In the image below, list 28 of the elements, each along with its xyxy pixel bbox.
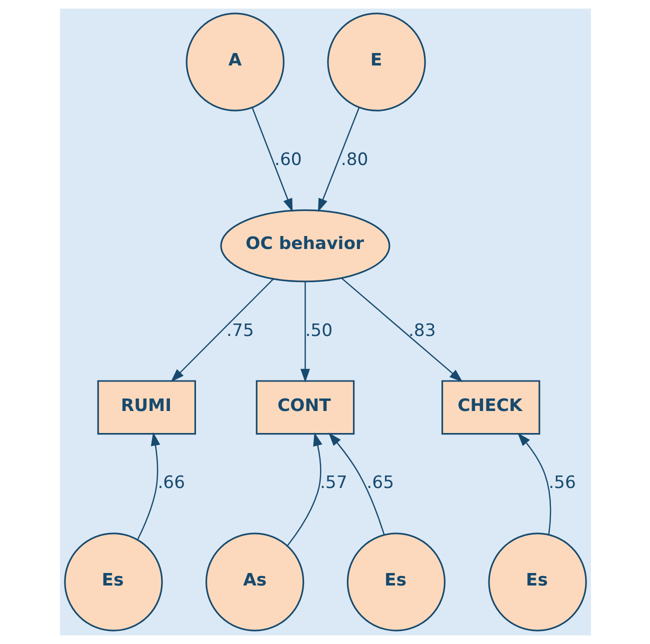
arrow xyxy=(300,282,310,382)
edge-label: .80 xyxy=(340,150,368,170)
edge-label: .66 xyxy=(157,473,185,494)
arrow xyxy=(318,107,360,212)
arrow xyxy=(136,432,160,540)
arrow xyxy=(251,107,292,212)
node-circle: Es xyxy=(488,532,586,632)
node-circle: Es xyxy=(64,532,162,632)
node-circle: Es xyxy=(346,532,446,632)
node-ellipse: OC behavior xyxy=(220,209,390,282)
arrow xyxy=(328,432,384,535)
arrow xyxy=(517,432,551,535)
arrow xyxy=(170,278,274,382)
node-circle: E xyxy=(326,12,426,112)
arrow xyxy=(340,278,462,382)
edge-label: .83 xyxy=(408,320,436,341)
edge-label: .75 xyxy=(226,320,254,341)
edge-label: .56 xyxy=(548,473,576,494)
edge-label: .50 xyxy=(304,320,332,341)
node-circle: As xyxy=(204,532,304,632)
arrow xyxy=(286,432,322,546)
node-circle: A xyxy=(185,12,284,112)
edge-label: .57 xyxy=(319,473,347,494)
node-box: CHECK xyxy=(440,380,540,435)
edge-label: .60 xyxy=(274,150,302,170)
node-box: CONT xyxy=(255,380,354,435)
node-box: RUMI xyxy=(96,380,196,435)
edge-label: .65 xyxy=(366,473,394,494)
